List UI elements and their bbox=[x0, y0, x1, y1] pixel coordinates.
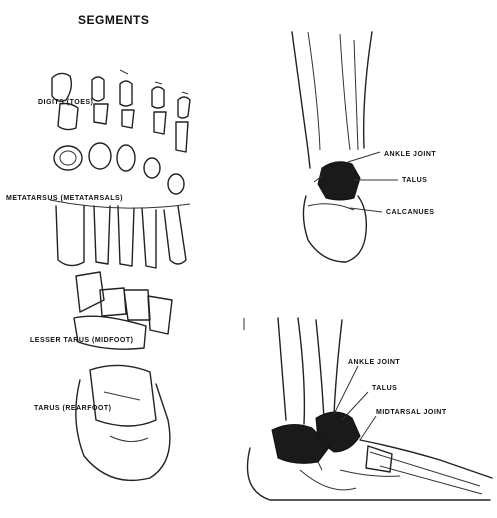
label-ankle-joint-lateral: ANKLE JOINT bbox=[348, 359, 400, 366]
label-talus-posterior: TALUS bbox=[402, 177, 427, 184]
ankle-posterior-view bbox=[292, 32, 372, 262]
talus-posterior-shape bbox=[318, 162, 360, 200]
label-calcaneus-posterior: CALCANUES bbox=[386, 209, 434, 216]
label-tarsus: TARUS (REARFOOT) bbox=[34, 405, 111, 412]
label-talus-lateral: TALUS bbox=[372, 385, 397, 392]
label-lesser-tarsus: LESSER TARUS (MIDFOOT) bbox=[30, 337, 133, 344]
label-digits: DIGITS (TOES) bbox=[38, 99, 93, 106]
metatarsal-shafts-drawing bbox=[50, 200, 190, 268]
phalanges-drawing bbox=[52, 70, 190, 152]
foot-dorsal-view bbox=[50, 70, 190, 480]
diagram-title: SEGMENTS bbox=[78, 13, 149, 27]
label-ankle-joint-posterior: ANKLE JOINT bbox=[384, 151, 436, 158]
metatarsal-heads-drawing bbox=[54, 143, 184, 194]
leg-bones-lateral-drawing bbox=[244, 318, 342, 424]
rearfoot-bones-drawing bbox=[76, 365, 170, 480]
label-midtarsal-joint: MIDTARSAL JOINT bbox=[376, 409, 447, 416]
calcaneus-posterior-drawing bbox=[303, 196, 366, 262]
label-metatarsus: METATARSUS (METATARSALS) bbox=[6, 195, 123, 202]
leg-bones-posterior-drawing bbox=[292, 32, 372, 168]
ankle-lateral-view bbox=[244, 318, 492, 500]
